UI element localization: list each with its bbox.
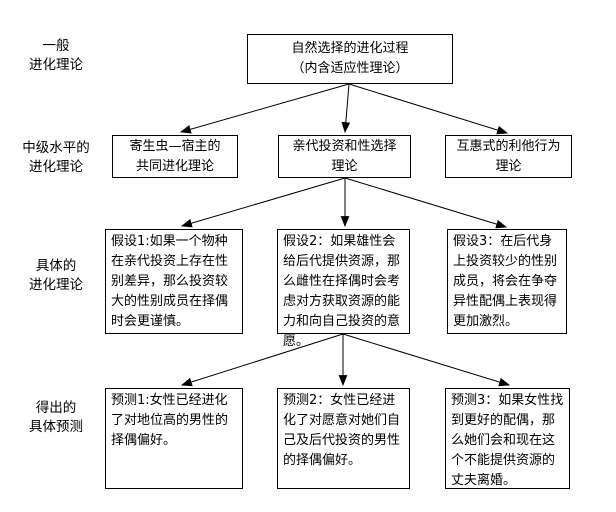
box-text-line: （内含适应性理论）	[291, 61, 409, 76]
level-label-line: 具体的	[35, 258, 77, 274]
box-prediction-3: 预测3：如果女性找到更好的配偶，那么她们会和现在这个不能提供资源的丈夫离婚。	[445, 388, 570, 489]
box-parental-investment-sexual-selection: 亲代投资和性选择 理论	[278, 135, 411, 178]
box-text-line: 自然选择的进化过程	[291, 41, 409, 56]
arrow-theory-to-hypothesis-3	[344, 177, 508, 229]
level-label-line: 中级水平的	[22, 140, 90, 156]
box-prediction-1: 预测1:女性已经进化了对地位高的男性的择偶偏好。	[105, 388, 243, 489]
level-label-specific-theory: 具体的 进化理论	[8, 257, 104, 295]
arrow-hypothesis-to-prediction-3	[342, 333, 511, 387]
box-text-line: 亲代投资和性选择	[292, 138, 397, 154]
level-label-specific-predictions: 得出的 具体预测	[8, 399, 104, 437]
arrow-top-to-theory-3	[348, 83, 509, 135]
box-reciprocal-altruism: 互惠式的利他行为 理论	[445, 135, 572, 178]
level-label-line: 进化理论	[29, 159, 83, 175]
box-text-line: 互惠式的利他行为	[456, 138, 561, 154]
level-label-line: 一般	[42, 38, 70, 54]
arrow-top-to-theory-2	[341, 83, 351, 134]
box-text-line: 理论	[331, 158, 358, 174]
level-label-line: 具体预测	[29, 419, 83, 435]
level-label-general-theory: 一般 进化理论	[8, 37, 104, 75]
box-parasite-host-coevolution: 寄生虫—宿主的 共同进化理论	[112, 135, 238, 178]
box-prediction-2: 预测2：女性已经进化了对愿意对她们自己及后代投资的男性的择偶偏好。	[277, 388, 410, 489]
arrow-theory-to-hypothesis-1	[180, 177, 346, 228]
box-text-line: 寄生虫—宿主的	[129, 138, 221, 154]
arrow-hypothesis-to-prediction-1	[180, 333, 344, 387]
box-hypothesis-3: 假设3：在后代身上投资较少的性别成员，将会在争夺异性配偶上表现得更加激烈。	[447, 229, 567, 334]
box-text-line: 理论	[495, 158, 522, 174]
box-hypothesis-1: 假设1:如果一个物种在亲代投资上存在性别差异，那么投资较大的性别成员在择偶时会更…	[105, 229, 243, 334]
box-natural-selection-process: 自然选择的进化过程 （内含适应性理论）	[247, 34, 453, 84]
box-text-line: 共同进化理论	[135, 158, 214, 174]
level-label-middle-theory: 中级水平的 进化理论	[8, 139, 104, 177]
box-hypothesis-2: 假设2：如果雄性会给后代提供资源，那么雌性在择偶时会考虑对方获取资源的能力和向自…	[277, 229, 410, 349]
level-label-line: 得出的	[35, 400, 77, 416]
level-label-line: 进化理论	[29, 57, 83, 73]
level-label-line: 进化理论	[29, 277, 83, 293]
arrow-top-to-theory-1	[179, 83, 350, 134]
